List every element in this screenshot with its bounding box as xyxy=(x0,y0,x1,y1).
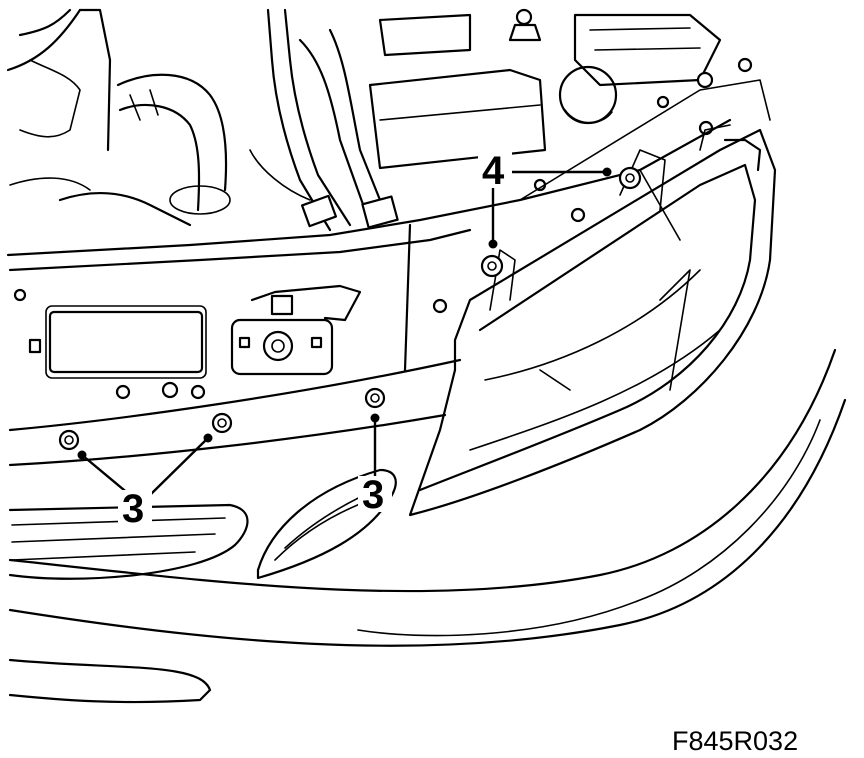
bumper-screw-1-hole xyxy=(64,435,74,445)
callout-3-right: 3 xyxy=(362,473,384,517)
leader-lines xyxy=(77,167,612,496)
bumper-screw-2-hole xyxy=(217,418,227,428)
callout-labels: 3 3 4 xyxy=(118,149,512,531)
figure-code: F845R032 xyxy=(672,726,798,756)
front-bumper xyxy=(8,348,847,704)
bumper-screw-1 xyxy=(58,429,80,451)
engine-bay xyxy=(6,8,753,232)
front-crossmember xyxy=(6,79,771,400)
bumper-screw-3 xyxy=(364,387,386,409)
headlight-bolt-2-hole xyxy=(625,173,635,183)
headlight-bolt-1 xyxy=(480,254,504,278)
headlight-bolt-2 xyxy=(618,166,642,190)
callout-3-left: 3 xyxy=(122,487,144,531)
callout-4: 4 xyxy=(482,149,505,193)
bumper-screw-2 xyxy=(211,412,233,434)
headlight-unit xyxy=(408,124,777,517)
fastener-markers xyxy=(58,166,642,451)
bumper-screw-3-hole xyxy=(370,393,380,403)
headlight-bolt-1-hole xyxy=(487,261,497,271)
